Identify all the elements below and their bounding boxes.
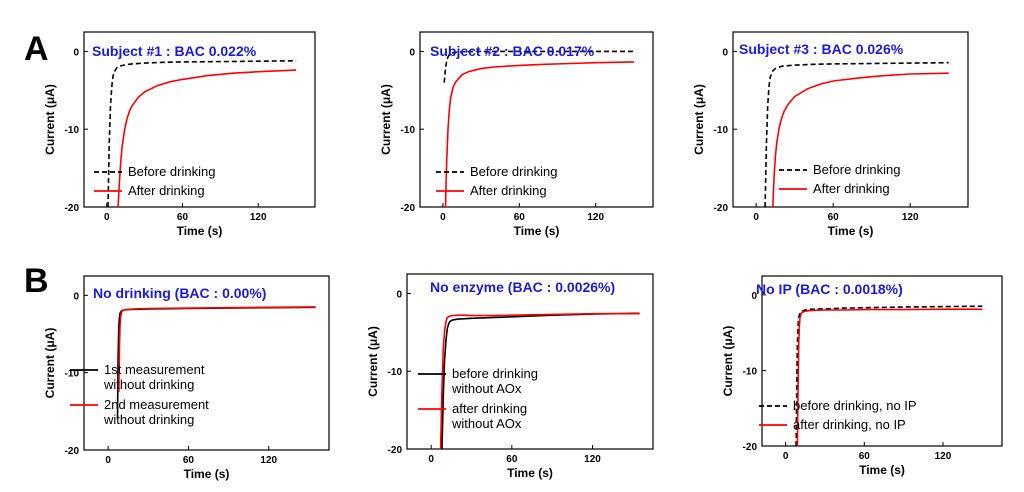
x-tick-label: 0 [753, 212, 759, 223]
series-line-2 [772, 72, 949, 207]
legend-label: Before drinking [813, 162, 900, 177]
legend-label: before drinking, no IP [793, 398, 917, 413]
x-tick-label: 60 [183, 455, 195, 466]
legend-label: before drinking [452, 366, 538, 381]
chart-title: Subject #1 : BAC 0.022% [92, 43, 257, 59]
panel-label-a: A [24, 30, 49, 68]
y-tick-label: -10 [65, 125, 80, 136]
legend-label: after drinking [452, 401, 527, 416]
x-tick-label: 60 [506, 454, 518, 465]
plot-frame [83, 275, 330, 451]
series-line-1 [441, 312, 640, 449]
x-tick-label: 120 [935, 451, 952, 462]
series-line-2 [439, 312, 640, 449]
legend-label: After drinking [128, 183, 205, 198]
legend-label: Before drinking [470, 164, 557, 179]
chart-title: No enzyme (BAC : 0.0026%) [430, 279, 615, 295]
x-tick-label: 0 [440, 212, 446, 223]
x-axis-label: Time (s) [859, 463, 905, 477]
x-tick-label: 120 [587, 212, 604, 223]
x-tick-label: 60 [828, 212, 840, 223]
legend-label: 2nd measurement [104, 397, 209, 412]
y-axis-label: Current (μA) [692, 84, 706, 155]
y-tick-label: 0 [396, 289, 402, 300]
series-line-1 [764, 61, 949, 207]
y-tick-label: -20 [65, 203, 80, 214]
y-tick-label: -10 [714, 125, 729, 136]
y-axis-label: Current (μA) [43, 84, 57, 155]
legend-label: without AOx [451, 416, 522, 431]
plot-frame [83, 31, 316, 208]
x-tick-label: 120 [584, 454, 601, 465]
y-axis-label: Current (μA) [366, 326, 380, 397]
x-axis-label: Time (s) [514, 224, 560, 238]
legend-label: Before drinking [128, 164, 215, 179]
series-line-1 [107, 60, 297, 207]
y-tick-label: -20 [743, 442, 758, 453]
y-tick-label: -20 [65, 446, 80, 457]
series-line-2 [796, 308, 983, 446]
series-line-2 [444, 61, 634, 207]
y-tick-label: 0 [751, 291, 757, 302]
y-tick-label: -20 [401, 203, 416, 214]
x-tick-label: 120 [902, 212, 919, 223]
plot-frame [406, 273, 654, 450]
y-tick-label: 0 [73, 291, 79, 302]
x-tick-label: 120 [250, 212, 267, 223]
series-line-2 [117, 69, 297, 207]
y-tick-label: -20 [388, 445, 403, 456]
x-tick-label: 0 [783, 451, 789, 462]
series-line-1 [795, 305, 983, 446]
x-axis-label: Time (s) [507, 466, 553, 480]
y-axis-label: Current (μA) [43, 328, 57, 399]
y-axis-label: Current (μA) [379, 84, 393, 155]
legend-label: after drinking, no IP [793, 417, 906, 432]
chart-title: Subject #2 : BAC 0.017% [430, 43, 595, 59]
plot-frame [732, 31, 969, 208]
x-tick-label: 60 [177, 212, 189, 223]
series-line-2 [118, 306, 316, 393]
legend-label: without drinking [103, 377, 194, 392]
x-tick-label: 0 [104, 212, 110, 223]
series-line-1 [443, 50, 634, 83]
x-tick-label: 60 [514, 212, 526, 223]
legend-label: without AOx [451, 381, 522, 396]
x-tick-label: 0 [428, 454, 434, 465]
y-tick-label: 0 [409, 47, 415, 58]
y-tick-label: -10 [401, 125, 416, 136]
y-tick-label: -10 [743, 366, 758, 377]
chart-title: No IP (BAC : 0.0018%) [756, 281, 903, 297]
x-tick-label: 60 [859, 451, 871, 462]
legend-label: 1st measurement [104, 362, 205, 377]
legend-label: After drinking [813, 181, 890, 196]
y-tick-label: 0 [73, 47, 79, 58]
legend-label: without drinking [103, 412, 194, 427]
x-tick-label: 0 [105, 455, 111, 466]
x-axis-label: Time (s) [184, 467, 230, 481]
x-axis-label: Time (s) [177, 224, 223, 238]
y-tick-label: -10 [65, 369, 80, 380]
panel-label-b: B [24, 262, 49, 300]
y-tick-label: -10 [388, 367, 403, 378]
chart-title: No drinking (BAC : 0.00%) [93, 285, 266, 301]
y-tick-label: -20 [714, 203, 729, 214]
plot-frame [419, 31, 654, 208]
y-tick-label: 0 [722, 47, 728, 58]
x-axis-label: Time (s) [828, 224, 874, 238]
x-tick-label: 120 [260, 455, 277, 466]
chart-title: Subject #3 : BAC 0.026% [739, 41, 904, 57]
plot-frame [761, 275, 1003, 447]
legend-label: After drinking [470, 183, 547, 198]
y-axis-label: Current (μA) [721, 326, 735, 397]
